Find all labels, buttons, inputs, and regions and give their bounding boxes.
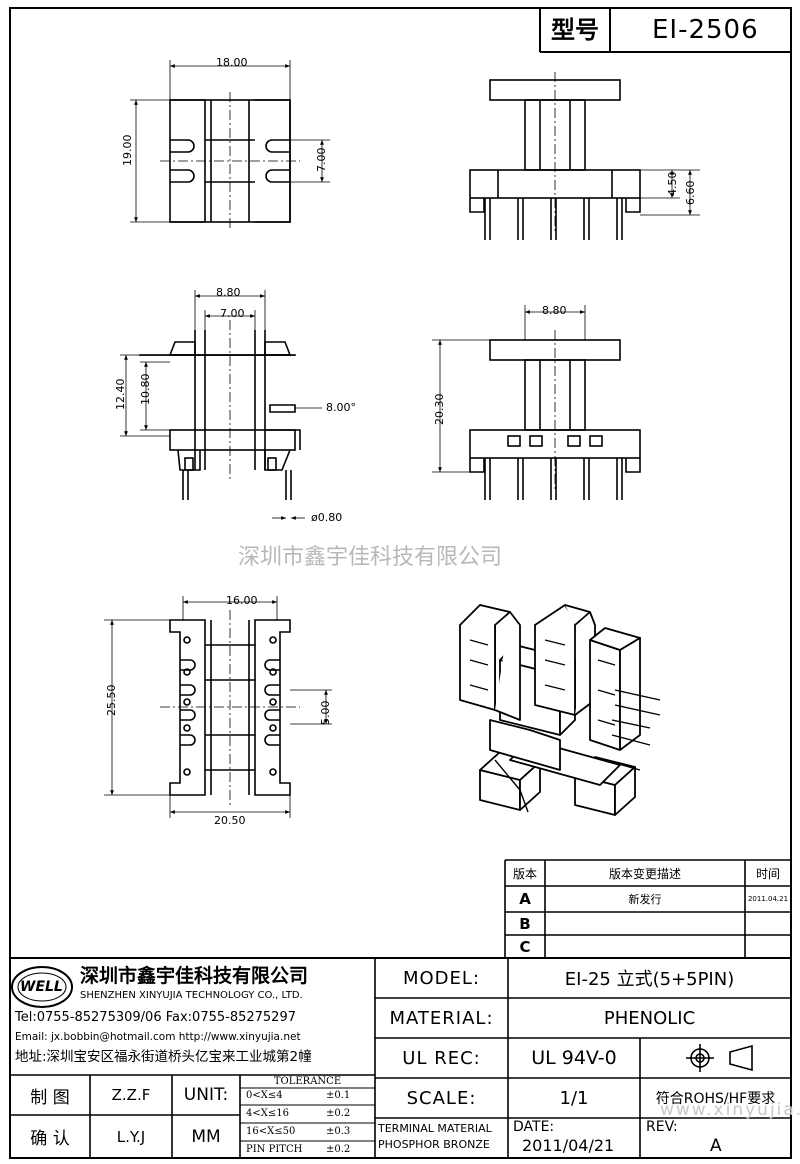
dim-A: 18.00 (216, 56, 248, 69)
company-name-cn: 深圳市鑫宇佳科技有限公司 (80, 965, 309, 987)
dim-J: 12.40 (114, 378, 127, 411)
tol-value: ±0.2 (326, 1144, 351, 1155)
company-logo (11, 966, 73, 1008)
rev-row-rev: B (519, 914, 531, 933)
terminal-material-1: TERMINAL MATERIAL (378, 1122, 492, 1135)
rev-row-rev: A (519, 890, 531, 908)
tol-value: ±0.2 (326, 1108, 351, 1119)
part-label: 型号 (551, 16, 599, 44)
material-label: MATERIAL: (389, 1007, 494, 1029)
front-view (469, 72, 641, 240)
dim-I: 7.00 (220, 307, 245, 320)
rev-header-date: 时间 (755, 866, 780, 881)
dim-E: 6.60 (684, 180, 697, 206)
rev-label: REV: (646, 1119, 678, 1135)
dim-B: 19.00 (121, 134, 134, 167)
model-value: EI-25 立式(5+5PIN) (564, 969, 735, 990)
dim-H: 8.80 (216, 286, 241, 299)
sig-role-confirm: 确 认 (30, 1129, 70, 1149)
model-label: MODEL: (402, 967, 481, 989)
watermark: 深圳市鑫宇佳科技有限公司 (238, 545, 503, 570)
sig-role-draw: 制 图 (30, 1087, 70, 1108)
top-view (160, 92, 300, 230)
tolerance-title: TOLERANCE (273, 1076, 342, 1087)
scale-value: 1/1 (559, 1087, 589, 1109)
rohs-statement: 符合ROHS/HF要求 (655, 1091, 776, 1107)
company-tel-fax: Tel:0755-85275309/06 Fax:0755-85275297 (15, 1010, 296, 1025)
sig-name-confirm: L.Y.J (116, 1127, 146, 1146)
watermark-url: www.xinyujia.net (660, 1100, 800, 1120)
part-number: EI-2506 (652, 15, 759, 45)
tol-range: 0<X≤4 (246, 1090, 283, 1101)
dim-Q: 5.00 (319, 700, 332, 726)
company-address: 地址:深圳宝安区福永街道桥头亿宝来工业城第2幢 (15, 1049, 312, 1065)
scale-label: SCALE: (406, 1087, 477, 1109)
rev-header-desc: 版本变更描述 (608, 866, 681, 881)
tol-range: PIN PITCH (246, 1144, 303, 1155)
title-block-grid (10, 859, 791, 1158)
rev-value: A (710, 1136, 722, 1156)
bottom-view (160, 610, 300, 805)
rev-row-rev: C (519, 937, 531, 956)
date-label: DATE: (513, 1119, 555, 1135)
tol-value: ±0.3 (326, 1126, 351, 1137)
dim-M: 16.00 (226, 594, 258, 607)
dim-O: 25.50 (105, 684, 118, 717)
dim-K: 10.80 (139, 373, 152, 406)
dim-L: 8.00° (326, 401, 356, 414)
sig-name-draw: Z.Z.F (111, 1086, 151, 1104)
company-email: Email: jx.bobbin@hotmail.com http://www.… (15, 1031, 301, 1043)
rev-header-version: 版本 (512, 866, 537, 881)
company-name-en: SHENZHEN XINYUJIA TECHNOLOGY CO., LTD. (80, 990, 303, 1001)
tol-range: 16<X≤50 (246, 1126, 296, 1137)
dim-G: 20.30 (433, 393, 446, 426)
tol-range: 4<X≤16 (246, 1108, 289, 1119)
ulrec-value: UL 94V-0 (531, 1047, 617, 1069)
ul-symbols (686, 1044, 753, 1072)
dim-D: 4.50 (666, 171, 679, 197)
dim-F: 8.80 (542, 304, 567, 317)
isometric-view (459, 604, 641, 816)
side-view (139, 320, 301, 500)
unit-label: UNIT: (183, 1085, 229, 1105)
rev-row-desc: 新发行 (628, 893, 662, 906)
right-side-view (469, 330, 641, 500)
rev-row-date: 2011.04.21 (747, 895, 789, 903)
material-value: PHENOLIC (603, 1007, 696, 1029)
date-value: 2011/04/21 (522, 1136, 615, 1155)
terminal-material-2: PHOSPHOR BRONZE (378, 1138, 490, 1151)
tol-value: ±0.1 (326, 1090, 351, 1101)
unit-value: MM (191, 1126, 221, 1147)
dim-N: ø0.80 (311, 511, 343, 524)
logo-text: WELL (20, 979, 63, 995)
dim-P: 20.50 (214, 814, 246, 827)
ulrec-label: UL REC: (402, 1047, 481, 1069)
dim-C: 7.00 (315, 147, 328, 173)
